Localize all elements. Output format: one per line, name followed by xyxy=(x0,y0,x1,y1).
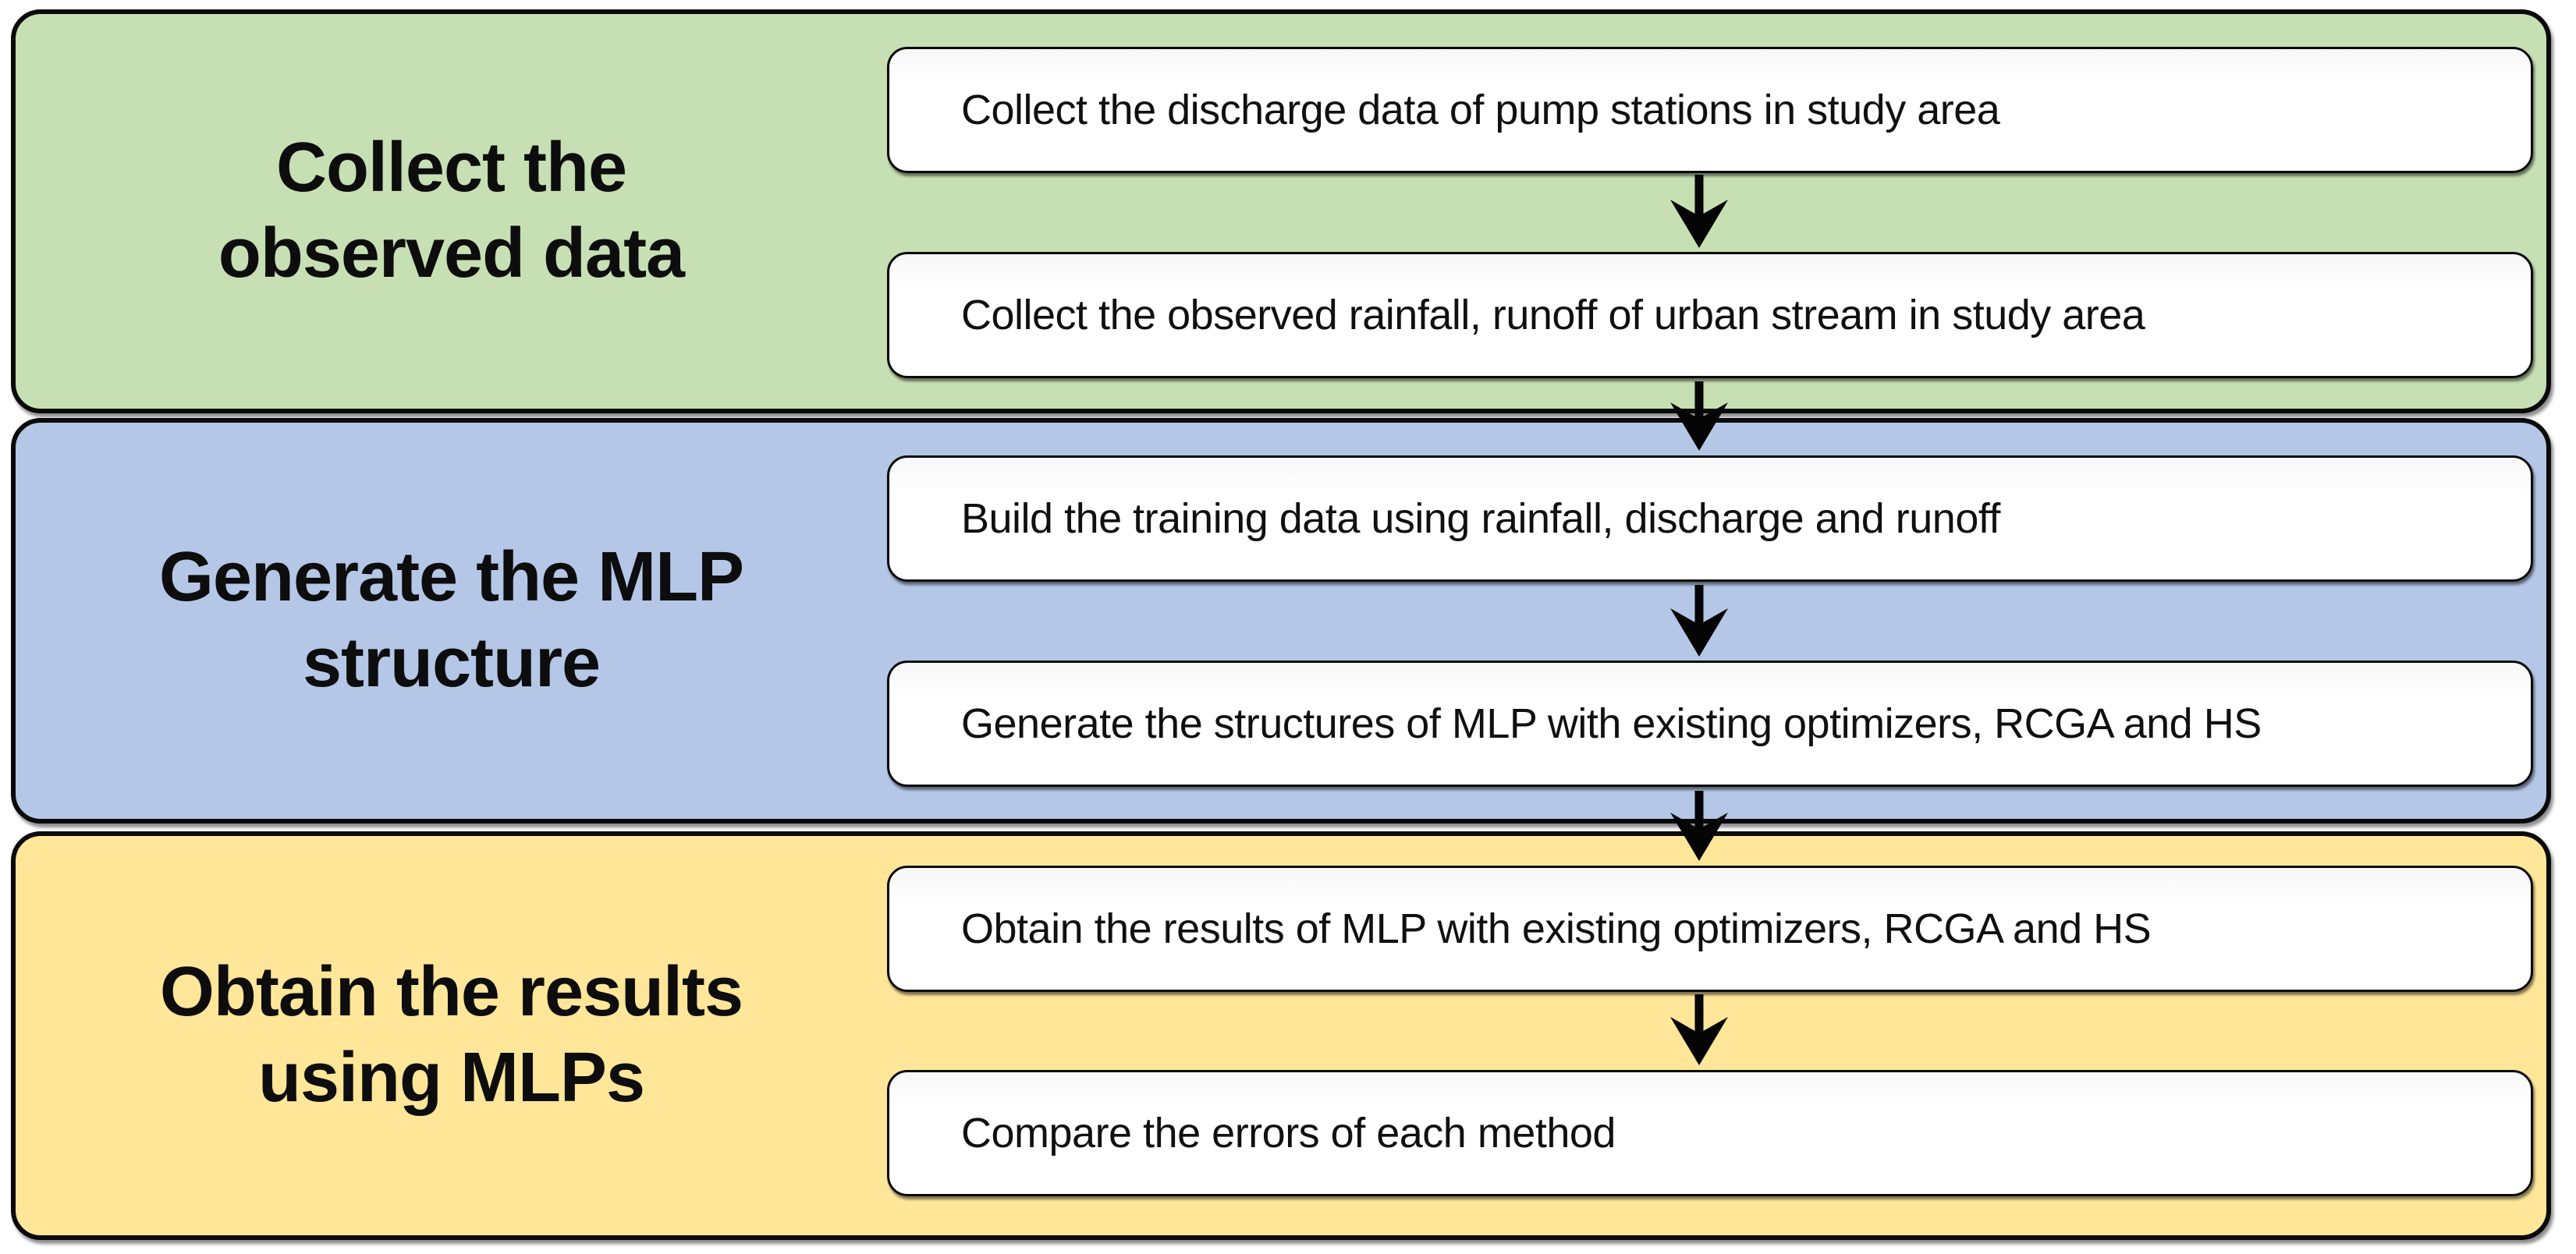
section-title-line: observed data xyxy=(218,214,685,292)
section-title-obtain-results: Obtain the results using MLPs xyxy=(16,836,887,1235)
step-label: Generate the structures of MLP with exis… xyxy=(961,700,2262,747)
section-title-collect-observed-data: Collect the observed data xyxy=(16,14,887,409)
section-title-line: structure xyxy=(302,624,601,702)
section-title-line: Collect the xyxy=(275,129,627,207)
phase-section-collect-observed-data: Collect the observed data Collect the di… xyxy=(11,9,2551,413)
section-title-line: Generate the MLP xyxy=(158,538,744,617)
section-title-generate-mlp-structure: Generate the MLP structure xyxy=(16,423,887,819)
step-box-build-training-data: Build the training data using rainfall, … xyxy=(887,455,2533,582)
step-box-collect-rainfall-runoff: Collect the observed rainfall, runoff of… xyxy=(887,252,2533,378)
step-label: Build the training data using rainfall, … xyxy=(961,495,2000,542)
step-box-obtain-results: Obtain the results of MLP with existing … xyxy=(887,866,2533,992)
step-box-compare-errors: Compare the errors of each method xyxy=(887,1070,2533,1196)
step-box-collect-discharge: Collect the discharge data of pump stati… xyxy=(887,47,2533,173)
step-label: Collect the observed rainfall, runoff of… xyxy=(961,292,2145,338)
section-title-line: Obtain the results xyxy=(159,953,743,1032)
phase-section-obtain-results: Obtain the results using MLPs Obtain the… xyxy=(11,831,2551,1240)
step-label: Compare the errors of each method xyxy=(961,1110,1616,1157)
step-label: Obtain the results of MLP with existing … xyxy=(961,905,2152,952)
section-title-line: using MLPs xyxy=(257,1039,645,1117)
step-box-generate-structures: Generate the structures of MLP with exis… xyxy=(887,661,2533,787)
phase-section-generate-mlp-structure: Generate the MLP structure Build the tra… xyxy=(11,418,2551,824)
step-label: Collect the discharge data of pump stati… xyxy=(961,87,2000,133)
